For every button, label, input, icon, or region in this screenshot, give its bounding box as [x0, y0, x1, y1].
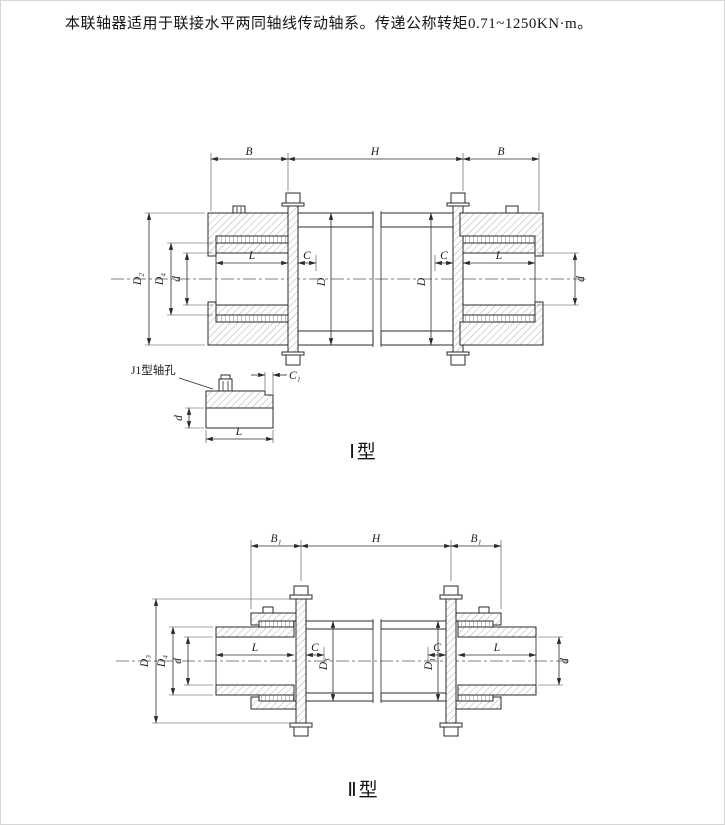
middle-tube-wall — [380, 330, 454, 346]
bolt-head-right-top — [450, 192, 466, 204]
dim-label-d4: D₄ — [154, 273, 166, 286]
leader-line — [178, 377, 214, 390]
bolt-head-left-bottom — [285, 354, 301, 366]
figure2-caption: Ⅱ型 — [347, 780, 380, 801]
middle-tube-wall — [297, 330, 374, 346]
dim-label-d-bore-right: d — [575, 276, 587, 282]
dim-label-b-left: B — [245, 146, 252, 158]
gear-teeth-left-upper — [258, 620, 295, 628]
figure1-caption: Ⅰ型 — [349, 442, 378, 463]
dim-label-c-left: C — [303, 250, 311, 262]
middle-tube-wall — [380, 620, 447, 630]
description-text: 本联轴器适用于联接水平两同轴线传动轴系。传递公称转矩0.71~1250KN·m。 — [65, 16, 593, 32]
dim-label-d-mid-left: D — [316, 277, 328, 287]
gear-teeth-left-upper — [215, 235, 289, 244]
oil-plug-left — [232, 205, 246, 214]
dim-label-h: H — [371, 533, 381, 545]
flange-right — [445, 598, 457, 724]
dim-label-detail-l: L — [235, 426, 242, 438]
hub-right-lower — [462, 304, 536, 316]
bolt-head-left-bottom — [293, 726, 309, 737]
gear-teeth-left-lower — [215, 314, 289, 323]
top-dimension-chain: B₁ H B₁ — [250, 533, 502, 609]
gear-teeth-left-lower — [258, 694, 295, 702]
middle-tube-wall — [305, 692, 374, 702]
dim-label-b1-left: B₁ — [270, 533, 281, 545]
top-dimension-chain: B H B — [210, 146, 540, 211]
dim-label-l-left: L — [248, 250, 255, 262]
detail-label: J1型轴孔 — [131, 363, 176, 377]
dim-label-c1: C₁ — [289, 370, 301, 382]
hub-right-lower — [457, 684, 537, 696]
inner-dimensions: L C D D C L — [215, 212, 536, 346]
bolt-head-left-top — [293, 585, 309, 596]
dim-label-d-bore-left: d — [172, 658, 184, 664]
dim-label-l-right: L — [495, 250, 502, 262]
bolt-head-right-top — [443, 585, 459, 596]
middle-tube-wall — [305, 620, 374, 630]
bolt-head-left-top — [285, 192, 301, 204]
detail-j1-bore: J1型轴孔 C₁ d L — [131, 363, 301, 443]
right-bore-dimension: d — [538, 636, 571, 686]
bolt-head-right-bottom — [450, 354, 466, 366]
bolt-washer-right-top — [439, 594, 463, 600]
dim-label-b1-right: B₁ — [470, 533, 481, 545]
left-diameter-dimensions: D₃ D₄ d — [139, 598, 294, 724]
dim-label-d4: D₄ — [156, 655, 168, 668]
hub-left-upper — [215, 626, 295, 638]
bolt-head-right-bottom — [443, 726, 459, 737]
right-bore-dimension: d — [537, 252, 587, 306]
dim-label-l-left: L — [251, 642, 258, 654]
dim-label-h: H — [370, 146, 380, 158]
hub-left-lower — [215, 304, 289, 316]
detail-plug — [218, 378, 233, 392]
hub-right-upper — [457, 626, 537, 638]
detail-plug-head — [220, 374, 231, 380]
gear-teeth-right-lower — [457, 694, 494, 702]
oil-plug-right — [478, 606, 490, 614]
middle-tube-wall — [380, 212, 454, 228]
middle-tube-wall — [380, 692, 447, 702]
detail-hub-section — [205, 390, 274, 409]
flange-left — [295, 598, 307, 724]
coupling-body — [207, 192, 544, 366]
gear-teeth-right-upper — [457, 620, 494, 628]
bolt-washer-left-bottom — [289, 722, 313, 728]
dim-label-b-right: B — [497, 146, 504, 158]
middle-tube-wall — [297, 212, 374, 228]
left-diameter-dimensions: D₂ D₄ d — [132, 212, 213, 346]
coupling-body — [215, 585, 537, 737]
dim-label-c-right: C — [433, 642, 441, 654]
bolt-washer-left-top — [289, 594, 313, 600]
dim-label-d1-right: D₁ — [423, 658, 435, 671]
flange-left — [287, 205, 299, 353]
oil-plug-right — [505, 205, 519, 214]
figure-type1-drawing: B H B — [111, 146, 588, 443]
dim-label-d2: D₂ — [132, 273, 144, 286]
gear-teeth-right-lower — [462, 314, 536, 323]
dim-label-d-bore-left: d — [171, 276, 183, 282]
dim-label-c-left: C — [311, 642, 319, 654]
dim-label-l-right: L — [493, 642, 500, 654]
gear-teeth-right-upper — [462, 235, 536, 244]
dim-label-d3: D₃ — [139, 655, 151, 668]
dim-label-c-right: C — [440, 250, 448, 262]
figure-type2-drawing: B₁ H B₁ — [116, 533, 571, 737]
oil-plug-left — [262, 606, 274, 614]
inner-dimensions: L C D₁ D₁ C L — [215, 620, 537, 702]
bolt-washer-right-bottom — [439, 722, 463, 728]
dim-label-d1-left: D₁ — [318, 658, 330, 671]
dim-label-d-bore-right: d — [559, 658, 571, 664]
dim-label-d-mid-right: D — [416, 277, 428, 287]
hub-left-lower — [215, 684, 295, 696]
dim-label-detail-d: d — [173, 415, 185, 421]
detail-bore — [205, 407, 274, 429]
